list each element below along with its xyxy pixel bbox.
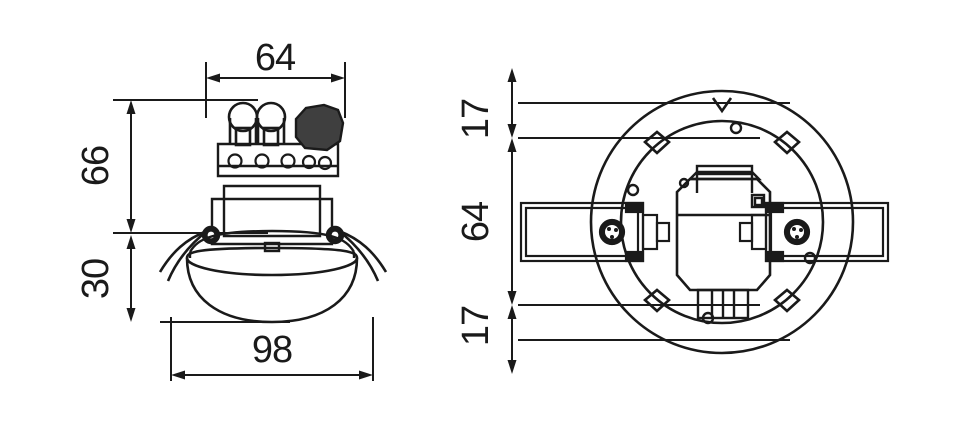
diamond-clip-br	[773, 288, 801, 313]
dome-lens-side	[185, 246, 359, 324]
dimension-label-66: 66	[75, 146, 117, 186]
alignment-notch-icon	[711, 97, 733, 114]
arrowhead-17bot-up	[507, 305, 517, 319]
mounting-bracket-left	[519, 201, 671, 263]
wire-terminal-cylinders	[227, 101, 287, 147]
arrowhead-64mid-up	[507, 138, 517, 152]
arrowhead-64mid-down	[507, 291, 517, 305]
arrowhead-66-top	[126, 100, 136, 114]
extension-lines-top	[518, 102, 790, 341]
dimension-label-98: 98	[252, 329, 292, 371]
top-view-group	[507, 68, 890, 374]
arrowhead-17top-down	[507, 124, 517, 138]
arrowhead-64-left	[206, 73, 220, 83]
diamond-clip-bl	[643, 288, 671, 313]
arrowhead-98-right	[359, 370, 373, 380]
outer-ring-circle	[589, 89, 855, 355]
raised-top-block	[678, 164, 766, 209]
arrowhead-17bot-down	[507, 360, 517, 374]
cable-gland-knob	[294, 103, 345, 152]
dimension-64-top	[205, 62, 346, 118]
terminal-screws-row	[227, 153, 333, 171]
diamond-clip-tr	[773, 130, 801, 155]
dimension-label-64-middle: 64	[455, 201, 497, 242]
arrowhead-30-top	[126, 235, 136, 249]
inner-ring-circle	[619, 119, 825, 325]
dimension-label-64-top: 64	[255, 37, 296, 79]
diamond-clip-tl	[643, 130, 671, 155]
dimension-label-17-bottom: 17	[455, 306, 497, 346]
arrowhead-64-right	[331, 73, 345, 83]
dimension-label-30: 30	[75, 259, 117, 299]
arrowhead-30-bottom	[126, 308, 136, 322]
dimension-98	[170, 317, 374, 381]
spring-clips-side	[158, 229, 388, 282]
arrowhead-66-bottom	[126, 219, 136, 233]
arrowhead-17top-up	[507, 68, 517, 82]
diamond-clips-group	[643, 130, 801, 313]
sensor-housing-side	[210, 184, 334, 246]
connector-fins-bottom	[696, 288, 750, 320]
mounting-bracket-right	[738, 201, 890, 263]
arrowhead-98-left	[171, 370, 185, 380]
side-view-group	[113, 62, 388, 381]
dimension-label-17-top: 17	[455, 99, 497, 139]
